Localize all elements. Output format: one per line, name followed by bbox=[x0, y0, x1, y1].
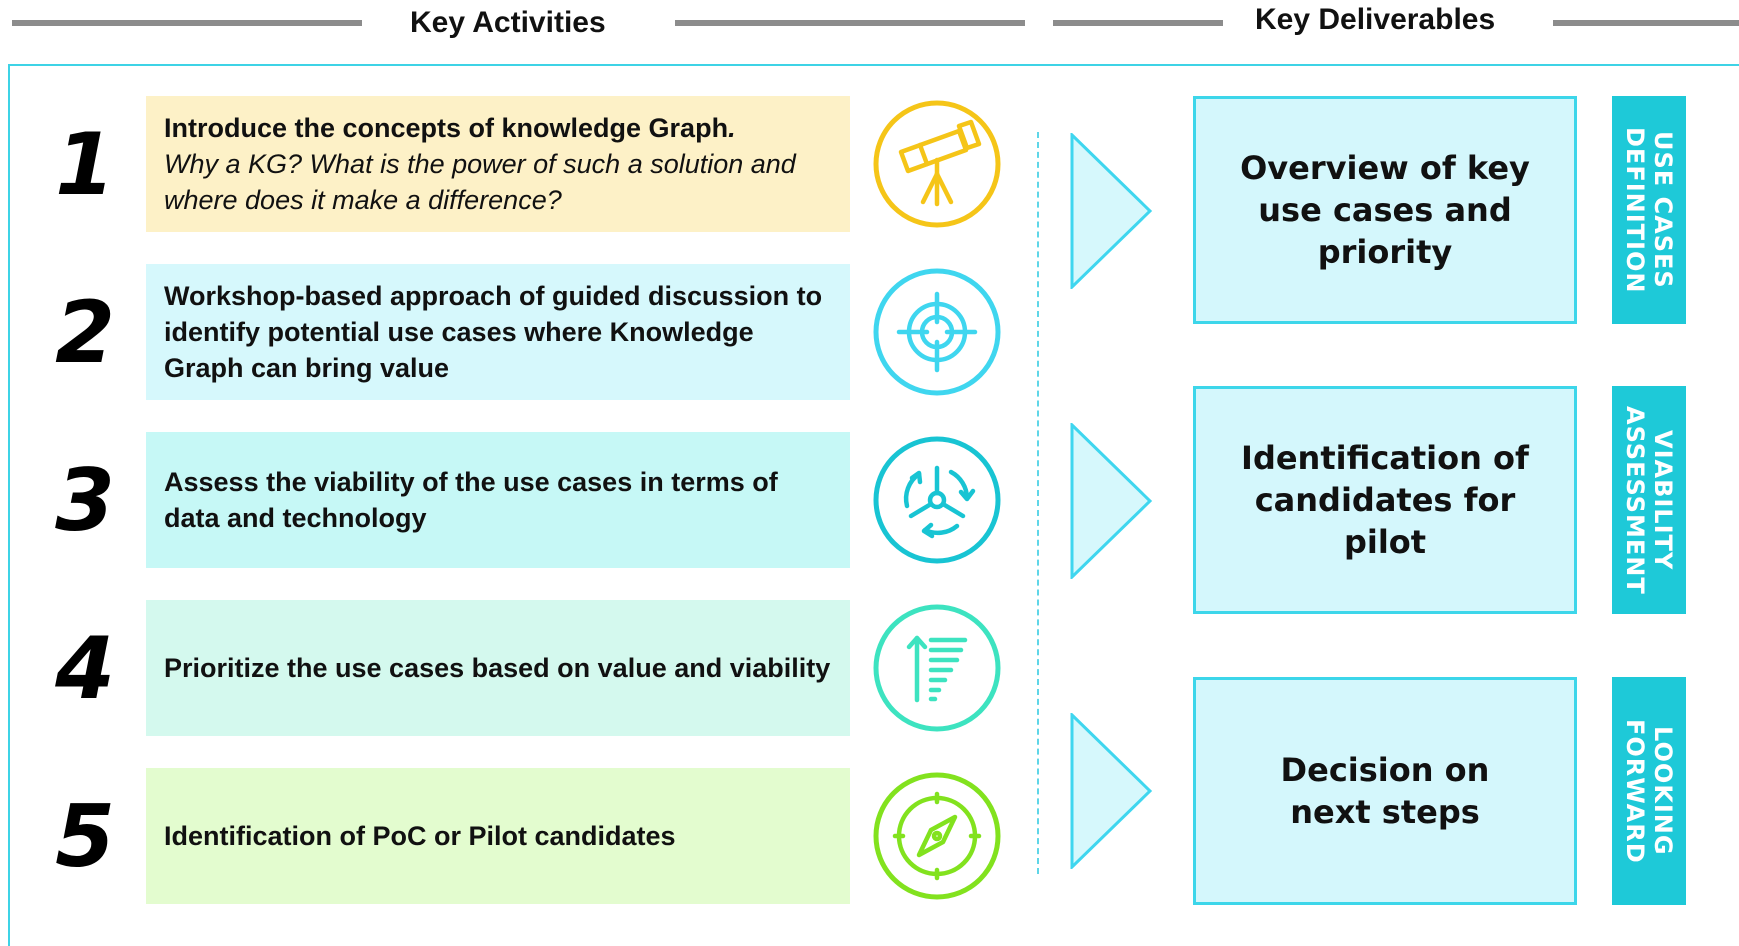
content-frame bbox=[8, 64, 1739, 946]
step-number: 4 bbox=[55, 619, 115, 719]
phase-tag-label: USE CASES DEFINITION bbox=[1621, 126, 1677, 294]
phase-tag: VIABILITY ASSESSMENT bbox=[1612, 386, 1686, 614]
deliverable-box: Overview of key use cases and priority bbox=[1193, 96, 1577, 324]
chevron-right-icon bbox=[1070, 133, 1153, 289]
activity-text: Introduce the concepts of knowledge Grap… bbox=[164, 110, 832, 218]
deliverable-box: Identification of candidates for pilot bbox=[1193, 386, 1577, 614]
phase-tag-label: LOOKING FORWARD bbox=[1621, 718, 1677, 864]
chevron-right-icon bbox=[1070, 423, 1153, 579]
cycle-arrows-icon bbox=[873, 436, 1001, 564]
step-number: 1 bbox=[55, 115, 115, 215]
target-icon bbox=[873, 268, 1001, 396]
activity-box: Workshop-based approach of guided discus… bbox=[146, 264, 850, 400]
deliverable-text: Overview of key use cases and priority bbox=[1240, 149, 1530, 271]
activity-box: Identification of PoC or Pilot candidate… bbox=[146, 768, 850, 904]
activity-text: Prioritize the use cases based on value … bbox=[164, 653, 831, 683]
header-line-left bbox=[12, 20, 362, 26]
activity-text: Identification of PoC or Pilot candidate… bbox=[164, 821, 676, 851]
deliverable-text: Decision on next steps bbox=[1280, 751, 1490, 831]
deliverable-box: Decision on next steps bbox=[1193, 677, 1577, 905]
key-deliverables-title: Key Deliverables bbox=[1255, 3, 1496, 36]
activity-title: Introduce the concepts of knowledge Grap… bbox=[164, 113, 729, 143]
phase-tag: LOOKING FORWARD bbox=[1612, 677, 1686, 905]
activity-box: Assess the viability of the use cases in… bbox=[146, 432, 850, 568]
phase-tag: USE CASES DEFINITION bbox=[1612, 96, 1686, 324]
telescope-icon bbox=[873, 100, 1001, 228]
activity-box: Prioritize the use cases based on value … bbox=[146, 600, 850, 736]
phase-tag-label: VIABILITY ASSESSMENT bbox=[1621, 405, 1677, 595]
header-line-right bbox=[1553, 20, 1739, 26]
priority-list-icon bbox=[873, 604, 1001, 732]
activity-text: Assess the viability of the use cases in… bbox=[164, 467, 778, 533]
header-line-mid-right bbox=[1053, 20, 1223, 26]
compass-icon bbox=[873, 772, 1001, 900]
step-number: 3 bbox=[55, 451, 115, 551]
activity-title-suffix: . bbox=[728, 113, 736, 143]
step-number: 5 bbox=[55, 787, 115, 887]
key-activities-title: Key Activities bbox=[410, 6, 606, 39]
header-line-mid-left bbox=[675, 20, 1025, 26]
activity-subtitle: Why a KG? What is the power of such a so… bbox=[164, 149, 796, 215]
chevron-right-icon bbox=[1070, 713, 1153, 869]
divider-line bbox=[1037, 132, 1039, 874]
step-number: 2 bbox=[55, 283, 115, 383]
activity-box: Introduce the concepts of knowledge Grap… bbox=[146, 96, 850, 232]
activity-text: Workshop-based approach of guided discus… bbox=[164, 281, 823, 383]
deliverable-text: Identification of candidates for pilot bbox=[1241, 439, 1529, 561]
